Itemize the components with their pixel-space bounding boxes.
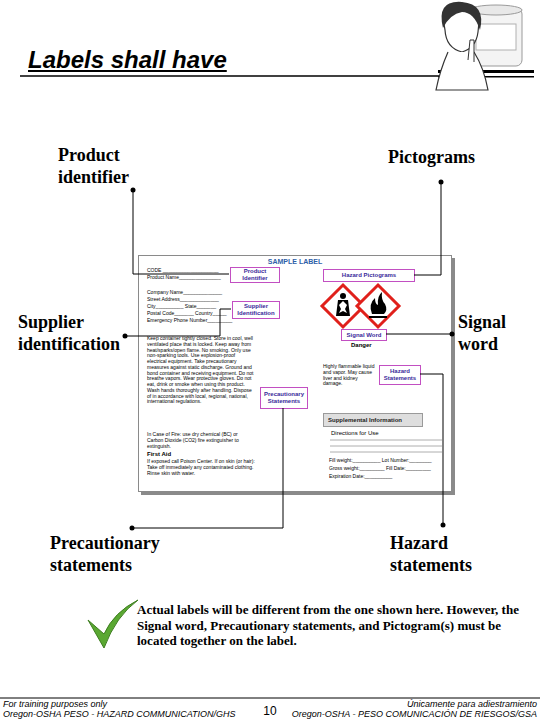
callout-label: Hazard statements — [390, 533, 490, 576]
label-element-box: Precautionary Statements — [260, 387, 308, 409]
leader-dot — [441, 523, 446, 528]
callout-label: Signal word — [458, 312, 524, 355]
node-text: Product Identifier — [231, 268, 279, 281]
supplemental-header: Supplemental Information — [323, 413, 423, 427]
node-text: Hazard Pictograms — [342, 272, 396, 279]
jar-label — [476, 24, 516, 50]
leader-dot — [123, 334, 128, 339]
node-text: Precautionary Statements — [261, 391, 307, 404]
label-element-box: Supplier Identification — [232, 301, 280, 319]
callout-label: Pictograms — [388, 147, 508, 169]
label-element-box: Product Identifier — [230, 267, 280, 283]
label-field: Product Name_______________ — [147, 275, 233, 281]
hazard-text: Highly flammable liquid and vapor. May c… — [323, 364, 377, 387]
leader-dot — [131, 188, 136, 193]
callout-label: Supplier identification — [18, 312, 130, 355]
label-field: Company Name______________ — [147, 290, 233, 296]
node-text: Hazard Statements — [380, 368, 420, 381]
callout-label: Product identifier — [58, 145, 150, 188]
signal-word-text: Danger — [351, 342, 391, 349]
label-field: CODE ____________________ — [147, 268, 233, 274]
first-aid-text: If exposed call Poison Center. If on ski… — [147, 459, 255, 476]
label-field: Gross weight:_________ Fill Date:_______… — [329, 466, 447, 472]
slide-title: Labels shall have — [28, 46, 227, 74]
precaution-text: Keep container tightly closed. Store in … — [147, 336, 255, 405]
label-element-box: Signal Word — [341, 329, 387, 341]
label-field: Street Address______________ — [147, 297, 233, 303]
label-element-box: Hazard Pictograms — [323, 269, 415, 282]
sample-label-frame: SAMPLE LABEL Product IdentifierSupplier I… — [138, 255, 452, 492]
precaution-text: In Case of Fire: use dry chemical (BC) o… — [147, 432, 255, 449]
label-field: Fill weight:__________ Lot Number:______… — [329, 458, 447, 464]
person-body — [436, 52, 488, 90]
footer-text: Únicamente para adiestramiento — [300, 699, 537, 710]
node-text: SAMPLE LABEL — [139, 258, 451, 265]
leader-dot — [130, 526, 135, 531]
footer-text: Oregon-OSHA - PESO COMUNICACIÓN DE RIESG… — [287, 709, 537, 720]
person-face — [444, 6, 479, 52]
footer-text: For training purposes only — [3, 699, 243, 710]
page-number: 10 — [255, 704, 285, 718]
node-text: Supplier Identification — [233, 303, 279, 316]
title-bar — [438, 70, 534, 73]
person-hair — [442, 2, 482, 30]
leader-dot — [439, 180, 444, 185]
note-text: Actual labels will be different from the… — [137, 602, 535, 649]
footer-rule — [0, 698, 540, 699]
label-field: Emergency Phone Number_________ — [147, 318, 247, 324]
first-aid-heading: First Aid — [147, 451, 255, 458]
label-element-box: Hazard Statements — [379, 365, 421, 385]
label-field: Expiration Date:__________ — [329, 474, 447, 480]
label-field: Postal Code_______ Country_____ — [147, 311, 233, 317]
jar-lid — [470, 5, 522, 15]
node-text: Signal Word — [347, 332, 382, 339]
label-field: City__________ State_______ — [147, 304, 233, 310]
jar-sketch — [470, 8, 522, 66]
node-text: Supplemental Information — [328, 417, 402, 423]
check-mark — [88, 600, 138, 648]
callout-label: Precautionary statements — [50, 533, 182, 576]
title-rule — [20, 75, 440, 77]
person-finger — [468, 40, 474, 62]
footer-text: Oregon-OSHA PESO - HAZARD COMMUNICATION/… — [3, 709, 253, 720]
directions-heading: Directions for Use — [331, 430, 431, 437]
title-bar — [438, 76, 534, 78]
